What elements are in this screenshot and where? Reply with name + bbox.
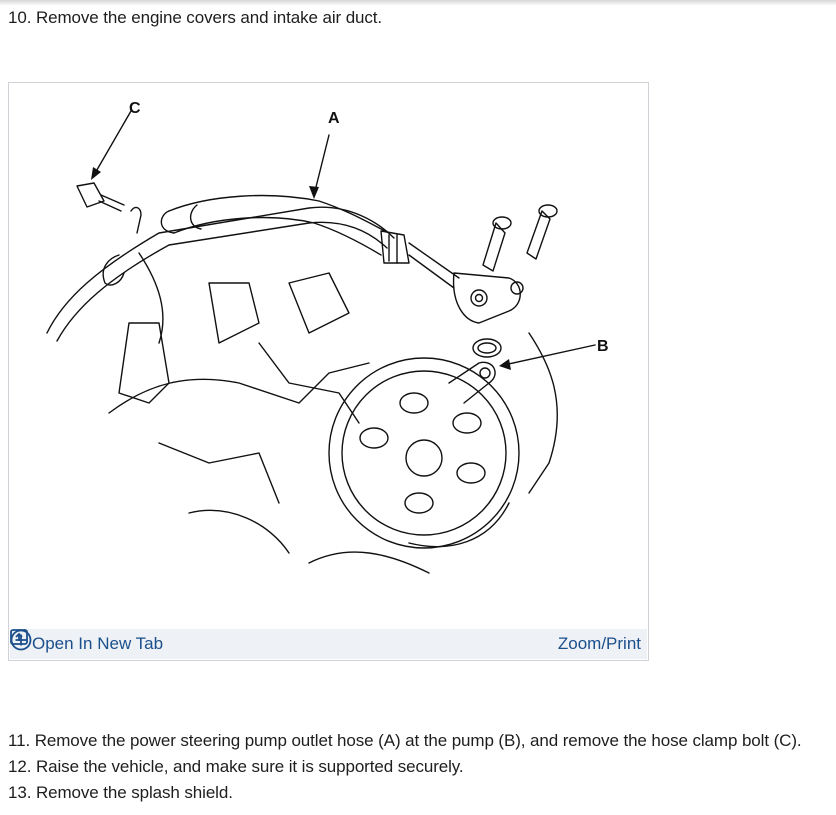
leader-b <box>503 344 596 366</box>
leader-c <box>93 110 132 176</box>
leader-a <box>313 134 330 196</box>
figure-panel: A B C Open In New Tab Zoom/Print <box>8 82 649 661</box>
clamp-bolt-c <box>76 182 105 208</box>
power-steering-hose-illustration: A B C <box>46 100 609 574</box>
label-b: B <box>597 338 609 355</box>
figure-toolbar: Open In New Tab Zoom/Print <box>10 629 647 659</box>
o-ring <box>472 338 502 358</box>
step-10-text: 10. Remove the engine covers and intake … <box>8 8 383 27</box>
open-in-new-tab-label: Open In New Tab <box>32 634 164 653</box>
step-11-text: 11. Remove the power steering pump outle… <box>8 731 802 750</box>
banjo-fitting <box>452 272 521 324</box>
label-a: A <box>328 110 340 127</box>
bolt-2 <box>526 210 551 260</box>
top-shadow <box>0 0 836 6</box>
label-c: C <box>129 100 141 117</box>
pump-pulley <box>328 357 520 549</box>
zoom-print-label: Zoom/Print <box>557 634 641 653</box>
outlet-hose-a <box>168 194 390 234</box>
zoom-print-button[interactable]: Zoom/Print <box>10 629 641 654</box>
pump-outlet-b <box>448 361 496 404</box>
bolt-1 <box>482 222 506 272</box>
step-13-text: 13. Remove the splash shield. <box>8 783 233 802</box>
return-hose <box>46 206 395 334</box>
open-in-new-tab-button[interactable]: Open In New Tab <box>10 629 164 654</box>
step-12-text: 12. Raise the vehicle, and make sure it … <box>8 757 464 776</box>
